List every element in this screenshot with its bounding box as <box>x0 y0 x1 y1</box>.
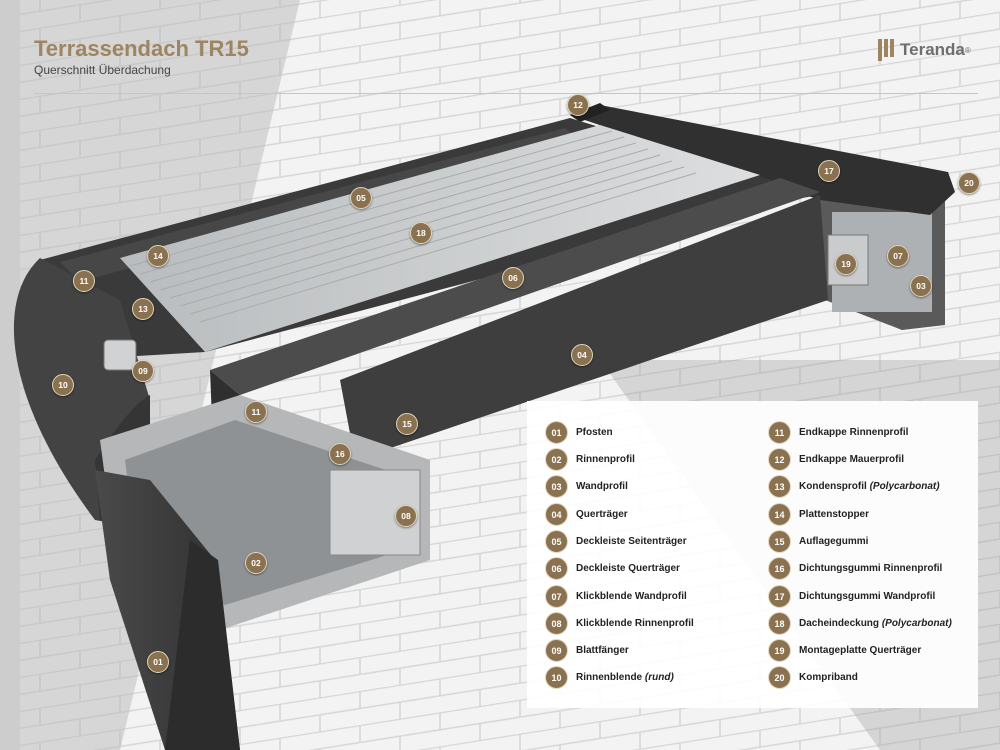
legend-item: 07 Klickblende Wandprofil <box>545 585 687 608</box>
callout-badge: 01 <box>147 651 169 673</box>
callout-badge: 18 <box>410 222 432 244</box>
brand-registered-mark: ® <box>964 45 971 55</box>
brand-name: Teranda <box>900 40 965 59</box>
callout-badge: 06 <box>502 267 524 289</box>
legend-number: 17 <box>768 585 791 608</box>
page-subtitle: Querschnitt Überdachung <box>34 63 171 77</box>
callout-badge: 15 <box>396 413 418 435</box>
legend-item: 10 Rinnenblende (rund) <box>545 666 674 689</box>
legend-item: 20 Kompriband <box>768 666 858 689</box>
legend-item: 12 Endkappe Mauerprofil <box>768 448 904 471</box>
legend-label: Rinnenprofil <box>576 454 635 465</box>
post-front <box>165 540 240 750</box>
side-wall-edge <box>0 0 20 750</box>
callout-badge: 08 <box>395 505 417 527</box>
legend-item: 16 Dichtungsgummi Rinnenprofil <box>768 557 942 580</box>
legend-label: Auflagegummi <box>799 536 869 547</box>
callout-badge: 03 <box>910 275 932 297</box>
legend-number: 14 <box>768 503 791 526</box>
legend-number: 05 <box>545 530 568 553</box>
legend-number: 10 <box>545 666 568 689</box>
callout-badge: 09 <box>132 360 154 382</box>
legend-item: 14 Plattenstopper <box>768 503 869 526</box>
legend-label: Rinnenblende (rund) <box>576 672 674 683</box>
legend-label: Deckleiste Querträger <box>576 563 680 574</box>
legend-number: 13 <box>768 475 791 498</box>
callout-badge: 13 <box>132 298 154 320</box>
legend-label: Pfosten <box>576 427 613 438</box>
legend-number: 09 <box>545 639 568 662</box>
legend-item: 03 Wandprofil <box>545 475 628 498</box>
legend-item: 19 Montageplatte Querträger <box>768 639 921 662</box>
legend-item: 04 Querträger <box>545 503 628 526</box>
callout-badge: 12 <box>567 94 589 116</box>
callout-badge: 11 <box>73 270 95 292</box>
legend-item: 02 Rinnenprofil <box>545 448 635 471</box>
legend-label: Klickblende Rinnenprofil <box>576 618 694 629</box>
leaf-catcher <box>103 339 137 371</box>
legend-label: Wandprofil <box>576 481 628 492</box>
legend-label: Dacheindeckung (Polycarbonat) <box>799 618 952 629</box>
legend-item: 08 Klickblende Rinnenprofil <box>545 612 694 635</box>
legend-item: 11 Endkappe Rinnenprofil <box>768 421 908 444</box>
legend-item: 09 Blattfänger <box>545 639 629 662</box>
legend-label: Deckleiste Seitenträger <box>576 536 687 547</box>
legend-label: Klickblende Wandprofil <box>576 591 687 602</box>
callout-badge: 17 <box>818 160 840 182</box>
callout-badge: 11 <box>245 401 267 423</box>
legend-label: Dichtungsgummi Wandprofil <box>799 591 936 602</box>
legend-number: 03 <box>545 475 568 498</box>
callout-badge: 10 <box>52 374 74 396</box>
callout-badge: 04 <box>571 344 593 366</box>
legend-number: 06 <box>545 557 568 580</box>
cross-beam <box>340 195 828 460</box>
legend-item: 01 Pfosten <box>545 421 613 444</box>
legend-item: 06 Deckleiste Querträger <box>545 557 680 580</box>
callout-badge: 16 <box>329 443 351 465</box>
legend-number: 16 <box>768 557 791 580</box>
legend-number: 01 <box>545 421 568 444</box>
callout-badge: 19 <box>835 253 857 275</box>
callout-badge: 05 <box>350 187 372 209</box>
header-divider <box>34 93 978 94</box>
parts-legend: 01 Pfosten 02 Rinnenprofil 03 Wandprofil… <box>527 401 978 708</box>
wall-profile-cap <box>570 105 955 215</box>
page-title: Terrassendach TR15 <box>34 36 249 61</box>
legend-item: 05 Deckleiste Seitenträger <box>545 530 687 553</box>
legend-number: 04 <box>545 503 568 526</box>
legend-item: 15 Auflagegummi <box>768 530 868 553</box>
legend-item: 17 Dichtungsgummi Wandprofil <box>768 585 935 608</box>
legend-number: 19 <box>768 639 791 662</box>
callout-badge: 20 <box>958 172 980 194</box>
legend-label: Kompriband <box>799 672 858 683</box>
legend-label: Kondensprofil (Polycarbonat) <box>799 481 940 492</box>
legend-label: Montageplatte Querträger <box>799 645 922 656</box>
brand-logo: Teranda ® <box>878 39 971 61</box>
legend-number: 20 <box>768 666 791 689</box>
wall-shadow <box>20 0 300 750</box>
end-cap-wall <box>570 103 610 122</box>
callout-badge: 02 <box>245 552 267 574</box>
legend-label: Endkappe Mauerprofil <box>799 454 905 465</box>
legend-number: 18 <box>768 612 791 635</box>
legend-label: Querträger <box>576 509 628 520</box>
legend-label: Blattfänger <box>576 645 629 656</box>
legend-number: 15 <box>768 530 791 553</box>
legend-number: 07 <box>545 585 568 608</box>
legend-item: 18 Dacheindeckung (Polycarbonat) <box>768 612 952 635</box>
legend-item: 13 Kondensprofil (Polycarbonat) <box>768 475 940 498</box>
legend-number: 11 <box>768 421 791 444</box>
logo-icon <box>878 39 894 61</box>
legend-label: Dichtungsgummi Rinnenprofil <box>799 563 943 574</box>
callout-badge: 07 <box>887 245 909 267</box>
legend-number: 08 <box>545 612 568 635</box>
legend-number: 02 <box>545 448 568 471</box>
legend-number: 12 <box>768 448 791 471</box>
callout-badge: 14 <box>147 245 169 267</box>
legend-label: Endkappe Rinnenprofil <box>799 427 909 438</box>
legend-label: Plattenstopper <box>799 509 870 520</box>
